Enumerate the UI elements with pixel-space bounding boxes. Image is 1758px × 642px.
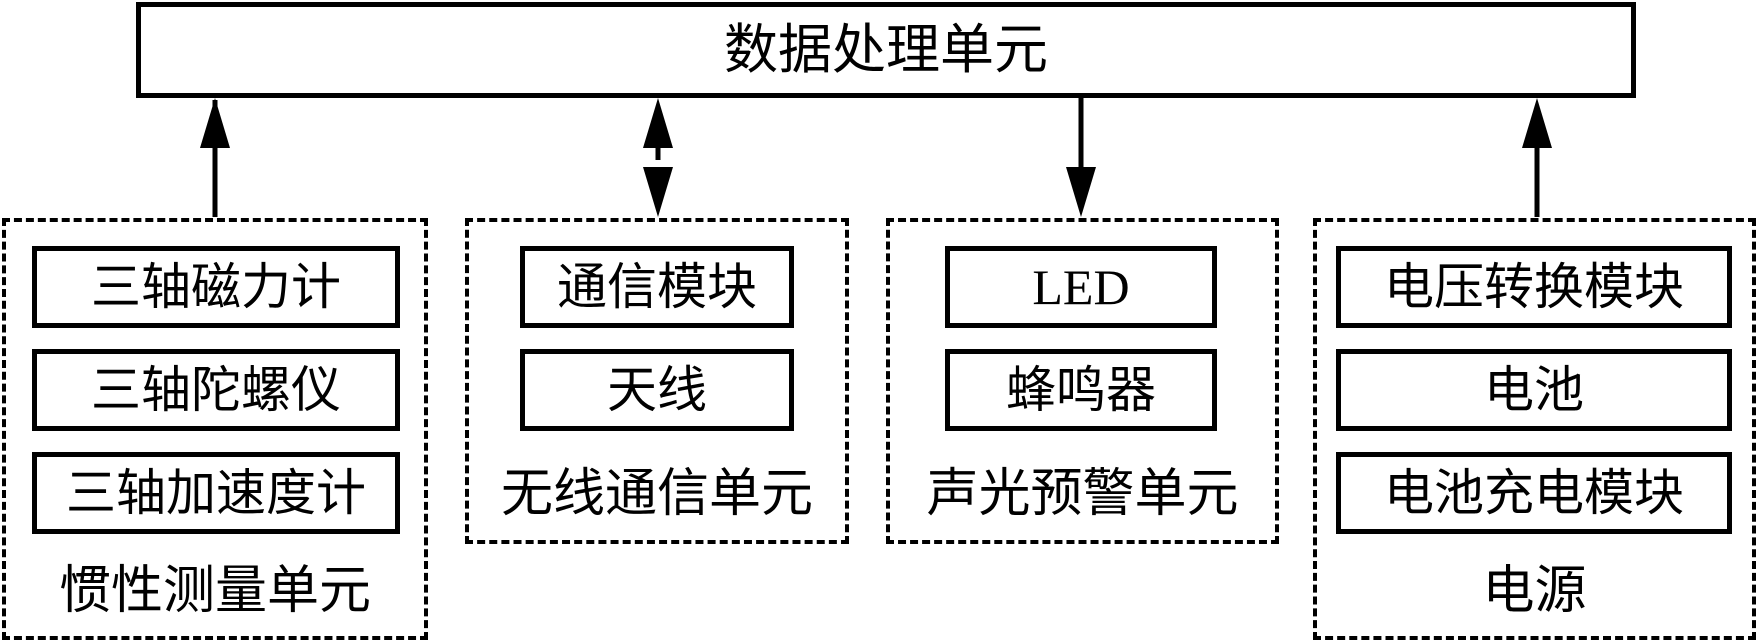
group-label-wireless: 无线通信单元 [500, 464, 813, 524]
module-gyroscope: 三轴陀螺仪 [32, 349, 400, 431]
module-battery-charger: 电池充电模块 [1336, 452, 1732, 534]
module-battery: 电池 [1336, 349, 1732, 431]
data-processing-unit: 数据处理单元 [136, 2, 1636, 98]
arrowhead-imu-up [200, 98, 230, 148]
module-label: 天线 [607, 361, 707, 419]
arrowhead-wireless-up [643, 98, 673, 148]
group-label-alarm: 声光预警单元 [926, 464, 1239, 524]
group-power-supply [1313, 218, 1756, 640]
module-accelerometer: 三轴加速度计 [32, 452, 400, 534]
module-label: 电池 [1484, 361, 1584, 419]
module-magnetometer: 三轴磁力计 [32, 246, 400, 328]
module-communication: 通信模块 [520, 246, 794, 328]
module-label: 三轴加速度计 [66, 464, 366, 522]
module-label: 电池充电模块 [1384, 464, 1684, 522]
arrowhead-power-up [1522, 98, 1552, 148]
module-buzzer: 蜂鸣器 [945, 349, 1217, 431]
data-processing-unit-label: 数据处理单元 [724, 18, 1048, 81]
module-label: 三轴磁力计 [91, 258, 341, 316]
module-label: 蜂鸣器 [1006, 361, 1156, 419]
module-label: 通信模块 [557, 258, 757, 316]
module-antenna: 天线 [520, 349, 794, 431]
module-label: 电压转换模块 [1384, 258, 1684, 316]
module-label: 三轴陀螺仪 [91, 361, 341, 419]
module-voltage-converter: 电压转换模块 [1336, 246, 1732, 328]
group-label-power: 电源 [1482, 561, 1587, 621]
arrowhead-wireless-down [643, 167, 673, 217]
group-label-imu: 惯性测量单元 [58, 561, 371, 621]
group-wireless-communication-unit [465, 218, 849, 544]
arrowhead-alarm-down [1066, 167, 1096, 217]
group-audio-visual-alarm-unit [886, 218, 1279, 544]
module-label: LED [1032, 259, 1130, 315]
group-inertial-measurement-unit [2, 218, 428, 640]
module-led: LED [945, 246, 1217, 328]
